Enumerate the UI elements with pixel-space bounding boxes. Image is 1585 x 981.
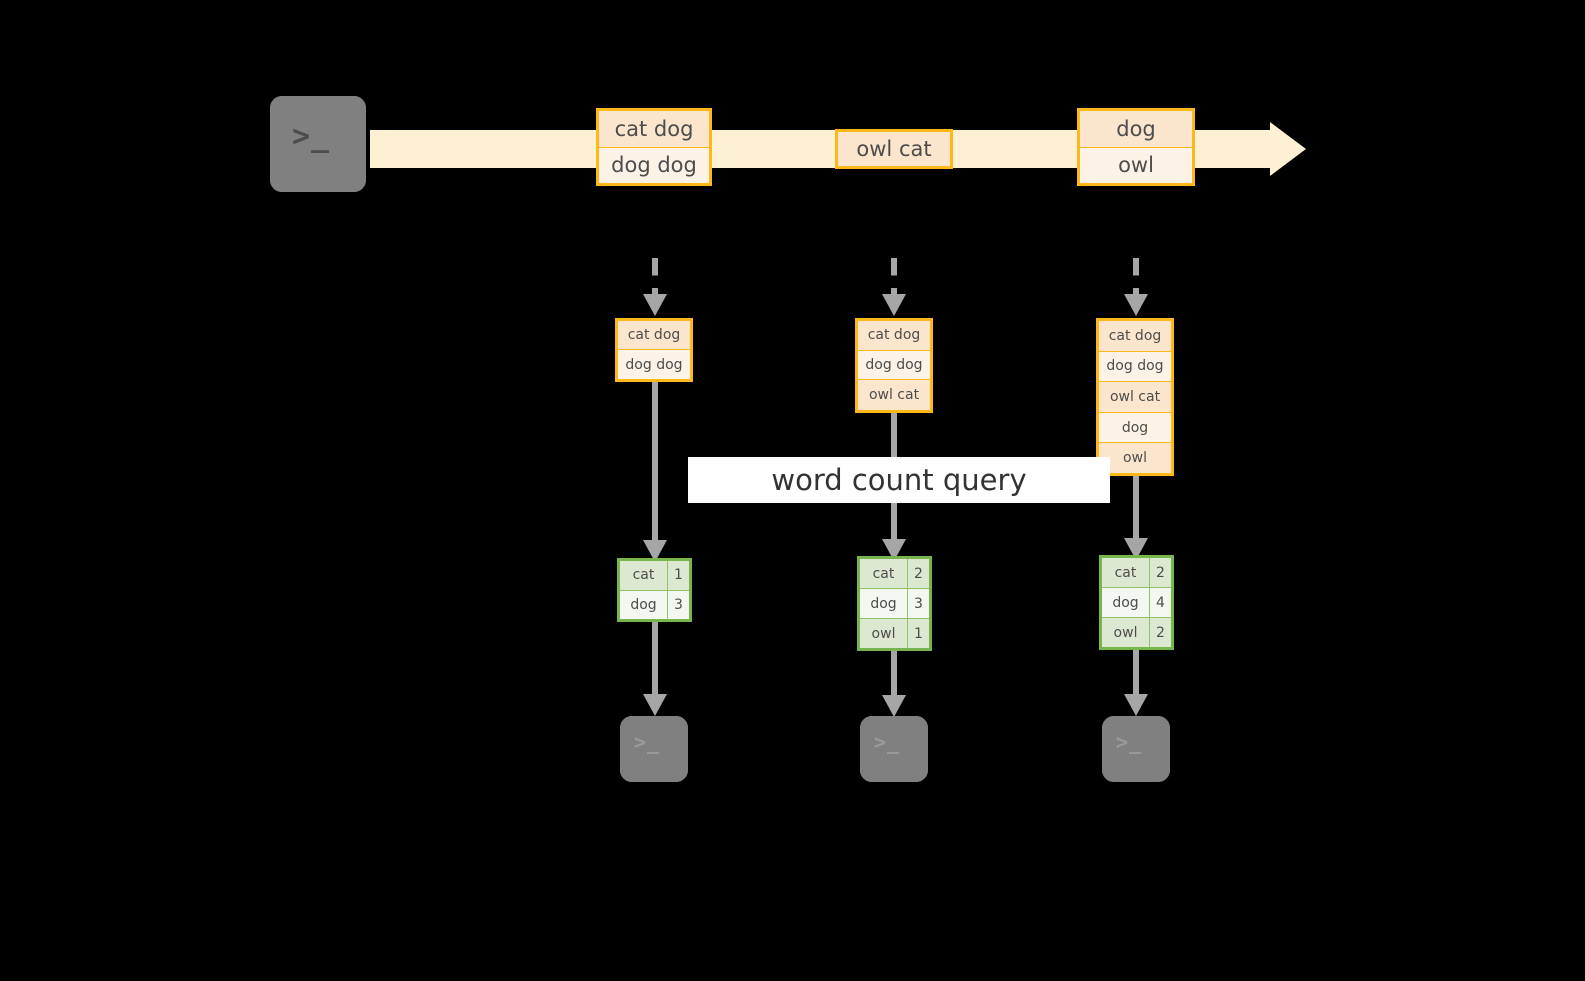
terminal-body xyxy=(270,96,366,192)
sink-terminal-2[interactable]: >_ xyxy=(851,707,937,791)
arrow-head xyxy=(643,540,667,562)
result-word: dog xyxy=(860,589,908,618)
terminal-body xyxy=(860,716,928,782)
snapshot-cell: cat dog xyxy=(858,321,930,351)
result-word: dog xyxy=(620,590,668,619)
arrow-head xyxy=(643,694,667,716)
event-cell: dog xyxy=(1080,111,1192,148)
snapshot-cell: cat dog xyxy=(1099,321,1171,352)
event-group-3[interactable]: dog owl xyxy=(1077,108,1195,186)
terminal-prompt-icon: >_ xyxy=(634,730,661,754)
snapshot-cell: cat dog xyxy=(618,321,690,351)
result-count: 1 xyxy=(908,619,929,648)
snapshot-2[interactable]: cat dog dog dog owl cat xyxy=(855,318,933,413)
terminal-prompt-icon: >_ xyxy=(292,119,331,154)
result-table-2[interactable]: cat 2 dog 3 owl 1 xyxy=(857,556,932,651)
snapshot-cell: owl cat xyxy=(858,380,930,411)
table-row: dog 3 xyxy=(860,589,929,619)
query-arrow-3 xyxy=(1124,476,1148,562)
result-word: owl xyxy=(860,619,908,648)
sink-arrow-3 xyxy=(1124,650,1148,718)
result-word: cat xyxy=(620,561,668,590)
event-cell: owl cat xyxy=(838,132,950,166)
terminal-prompt-icon: >_ xyxy=(1116,730,1143,754)
arrow-shaft xyxy=(1133,476,1139,542)
snapshot-cell: dog dog xyxy=(618,350,690,379)
result-word: cat xyxy=(1102,558,1150,587)
sink-arrow-2 xyxy=(882,651,906,719)
result-word: owl xyxy=(1102,618,1150,647)
arrow-shaft xyxy=(1133,258,1139,298)
result-count: 2 xyxy=(1150,558,1171,587)
sink-terminal-3[interactable]: >_ xyxy=(1093,707,1179,791)
dashed-arrow-1 xyxy=(643,258,667,318)
query-label: word count query xyxy=(688,457,1110,503)
result-count: 2 xyxy=(908,559,929,588)
result-word: cat xyxy=(860,559,908,588)
query-arrow-1 xyxy=(643,382,667,564)
terminal-prompt-icon: >_ xyxy=(874,730,901,754)
result-count: 3 xyxy=(668,590,689,619)
arrow-shaft xyxy=(652,382,658,544)
table-row: owl 2 xyxy=(1102,618,1171,647)
result-count: 2 xyxy=(1150,618,1171,647)
dashed-arrow-2 xyxy=(882,258,906,318)
result-table-1[interactable]: cat 1 dog 3 xyxy=(617,558,692,622)
sink-arrow-1 xyxy=(643,622,667,718)
table-row: cat 1 xyxy=(620,561,689,591)
result-count: 1 xyxy=(668,561,689,590)
terminal-body xyxy=(620,716,688,782)
snapshot-cell: owl xyxy=(1099,443,1171,473)
table-row: dog 3 xyxy=(620,590,689,619)
snapshot-1[interactable]: cat dog dog dog xyxy=(615,318,693,382)
snapshot-cell: dog xyxy=(1099,412,1171,444)
event-group-1[interactable]: cat dog dog dog xyxy=(596,108,712,186)
table-row: dog 4 xyxy=(1102,588,1171,618)
arrow-shaft xyxy=(1133,650,1139,698)
snapshot-cell: dog dog xyxy=(1099,351,1171,383)
event-cell: dog dog xyxy=(599,147,709,183)
sink-terminal-1[interactable]: >_ xyxy=(611,707,697,791)
snapshot-cell: dog dog xyxy=(858,350,930,381)
arrow-shaft xyxy=(891,258,897,298)
arrow-shaft xyxy=(891,651,897,699)
arrow-shaft xyxy=(652,622,658,698)
event-group-2[interactable]: owl cat xyxy=(835,129,953,169)
result-table-3[interactable]: cat 2 dog 4 owl 2 xyxy=(1099,555,1174,650)
result-word: dog xyxy=(1102,588,1150,617)
table-row: owl 1 xyxy=(860,619,929,648)
arrow-head xyxy=(882,294,906,316)
arrow-head xyxy=(882,539,906,561)
result-count: 3 xyxy=(908,589,929,618)
arrow-head xyxy=(882,695,906,717)
arrow-shaft xyxy=(652,258,658,298)
table-row: cat 2 xyxy=(860,559,929,589)
result-count: 4 xyxy=(1150,588,1171,617)
arrow-head xyxy=(1124,538,1148,560)
snapshot-cell: owl cat xyxy=(1099,382,1171,413)
table-row: cat 2 xyxy=(1102,558,1171,588)
event-cell: owl xyxy=(1080,147,1192,183)
arrow-head xyxy=(1124,694,1148,716)
event-cell: cat dog xyxy=(599,111,709,148)
arrow-head xyxy=(1124,294,1148,316)
arrow-head xyxy=(643,294,667,316)
dashed-arrow-3 xyxy=(1124,258,1148,318)
snapshot-3[interactable]: cat dog dog dog owl cat dog owl xyxy=(1096,318,1174,476)
stream-arrowhead xyxy=(1270,122,1306,176)
source-terminal[interactable]: >_ xyxy=(261,87,375,201)
terminal-body xyxy=(1102,716,1170,782)
